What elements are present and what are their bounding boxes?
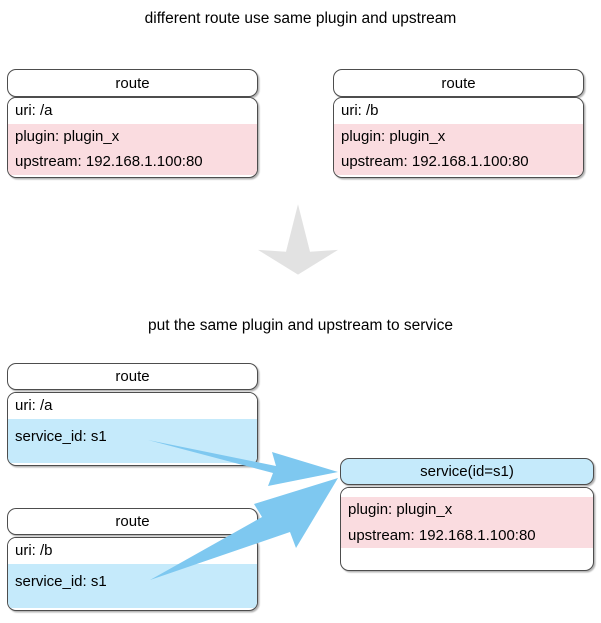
node-route-b-before-row-uri: uri: /b — [334, 98, 583, 124]
node-route-b-before-row-plugin: plugin: plugin_x — [341, 127, 446, 145]
node-service-s1-row-plugin: plugin: plugin_x — [348, 501, 453, 518]
node-route-b-before-header: route — [333, 69, 584, 97]
top-section-caption: different route use same plugin and upst… — [144, 10, 457, 27]
node-route-b-after-body: uri: /b service_id: s1 — [7, 537, 258, 611]
node-route-b-after-header: route — [7, 508, 258, 535]
node-route-a-before-row-uri: uri: /a — [8, 98, 257, 124]
node-route-a-before-header: route — [7, 69, 258, 97]
node-route-a-after-body: uri: /a service_id: s1 — [7, 392, 258, 466]
bottom-section-caption: put the same plugin and upstream to serv… — [147, 317, 453, 334]
node-route-a-before-row-plugin: plugin: plugin_x — [15, 127, 120, 145]
node-route-a-before-row-upstream: upstream: 192.168.1.100:80 — [15, 153, 203, 170]
node-route-b-after-row-service-id: service_id: s1 — [15, 572, 107, 590]
node-route-a-after-row-service-id: service_id: s1 — [15, 427, 107, 445]
node-service-s1-body: plugin: plugin_x upstream: 192.168.1.100… — [340, 487, 594, 571]
node-route-a-before-body: uri: /a plugin: plugin_x upstream: 192.1… — [7, 97, 258, 178]
node-service-s1-row-upstream: upstream: 192.168.1.100:80 — [348, 526, 536, 544]
service-body-top-spacer — [341, 488, 593, 497]
node-route-b-before-body: uri: /b plugin: plugin_x upstream: 192.1… — [333, 97, 584, 178]
down-arrow-icon — [258, 204, 338, 275]
service-body-bottom-spacer — [341, 548, 593, 557]
node-route-a-after-row-uri: uri: /a — [8, 393, 257, 419]
node-route-b-after-row-uri: uri: /b — [8, 538, 257, 564]
node-route-a-after-header: route — [7, 363, 258, 390]
node-route-b-before-row-upstream: upstream: 192.168.1.100:80 — [341, 153, 529, 170]
node-service-s1-header: service(id=s1) — [340, 458, 594, 485]
